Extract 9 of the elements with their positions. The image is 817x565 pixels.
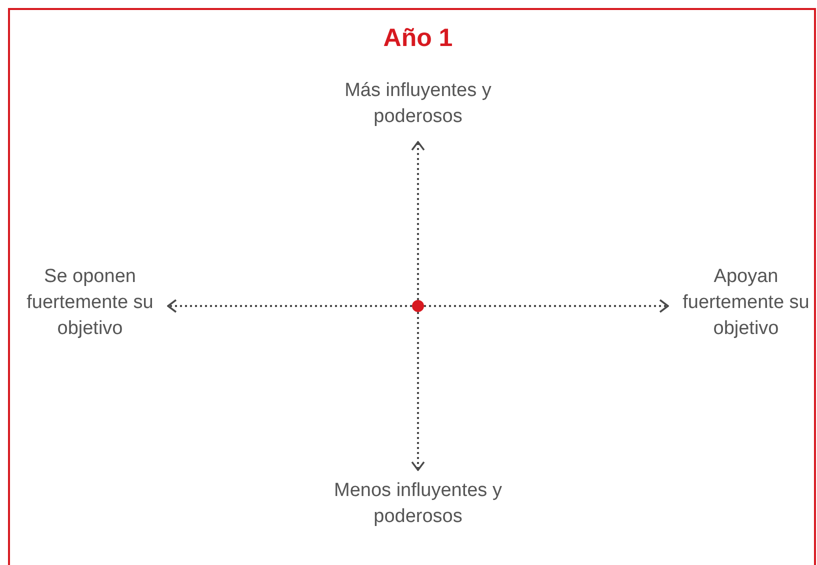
axis-label: Se oponen fuertemente su objetivo <box>20 264 160 346</box>
axis-label: Apoyan fuertemente su objetivo <box>676 264 816 346</box>
dotted-arrow <box>411 141 425 300</box>
dotted-arrow <box>167 299 412 313</box>
axis-label: Menos influyentes y poderosos <box>318 478 518 534</box>
dotted-arrow <box>424 299 669 313</box>
dotted-arrow <box>411 312 425 471</box>
title: Año 1 <box>382 23 454 54</box>
axis-label: Más influyentes y poderosos <box>318 78 518 134</box>
